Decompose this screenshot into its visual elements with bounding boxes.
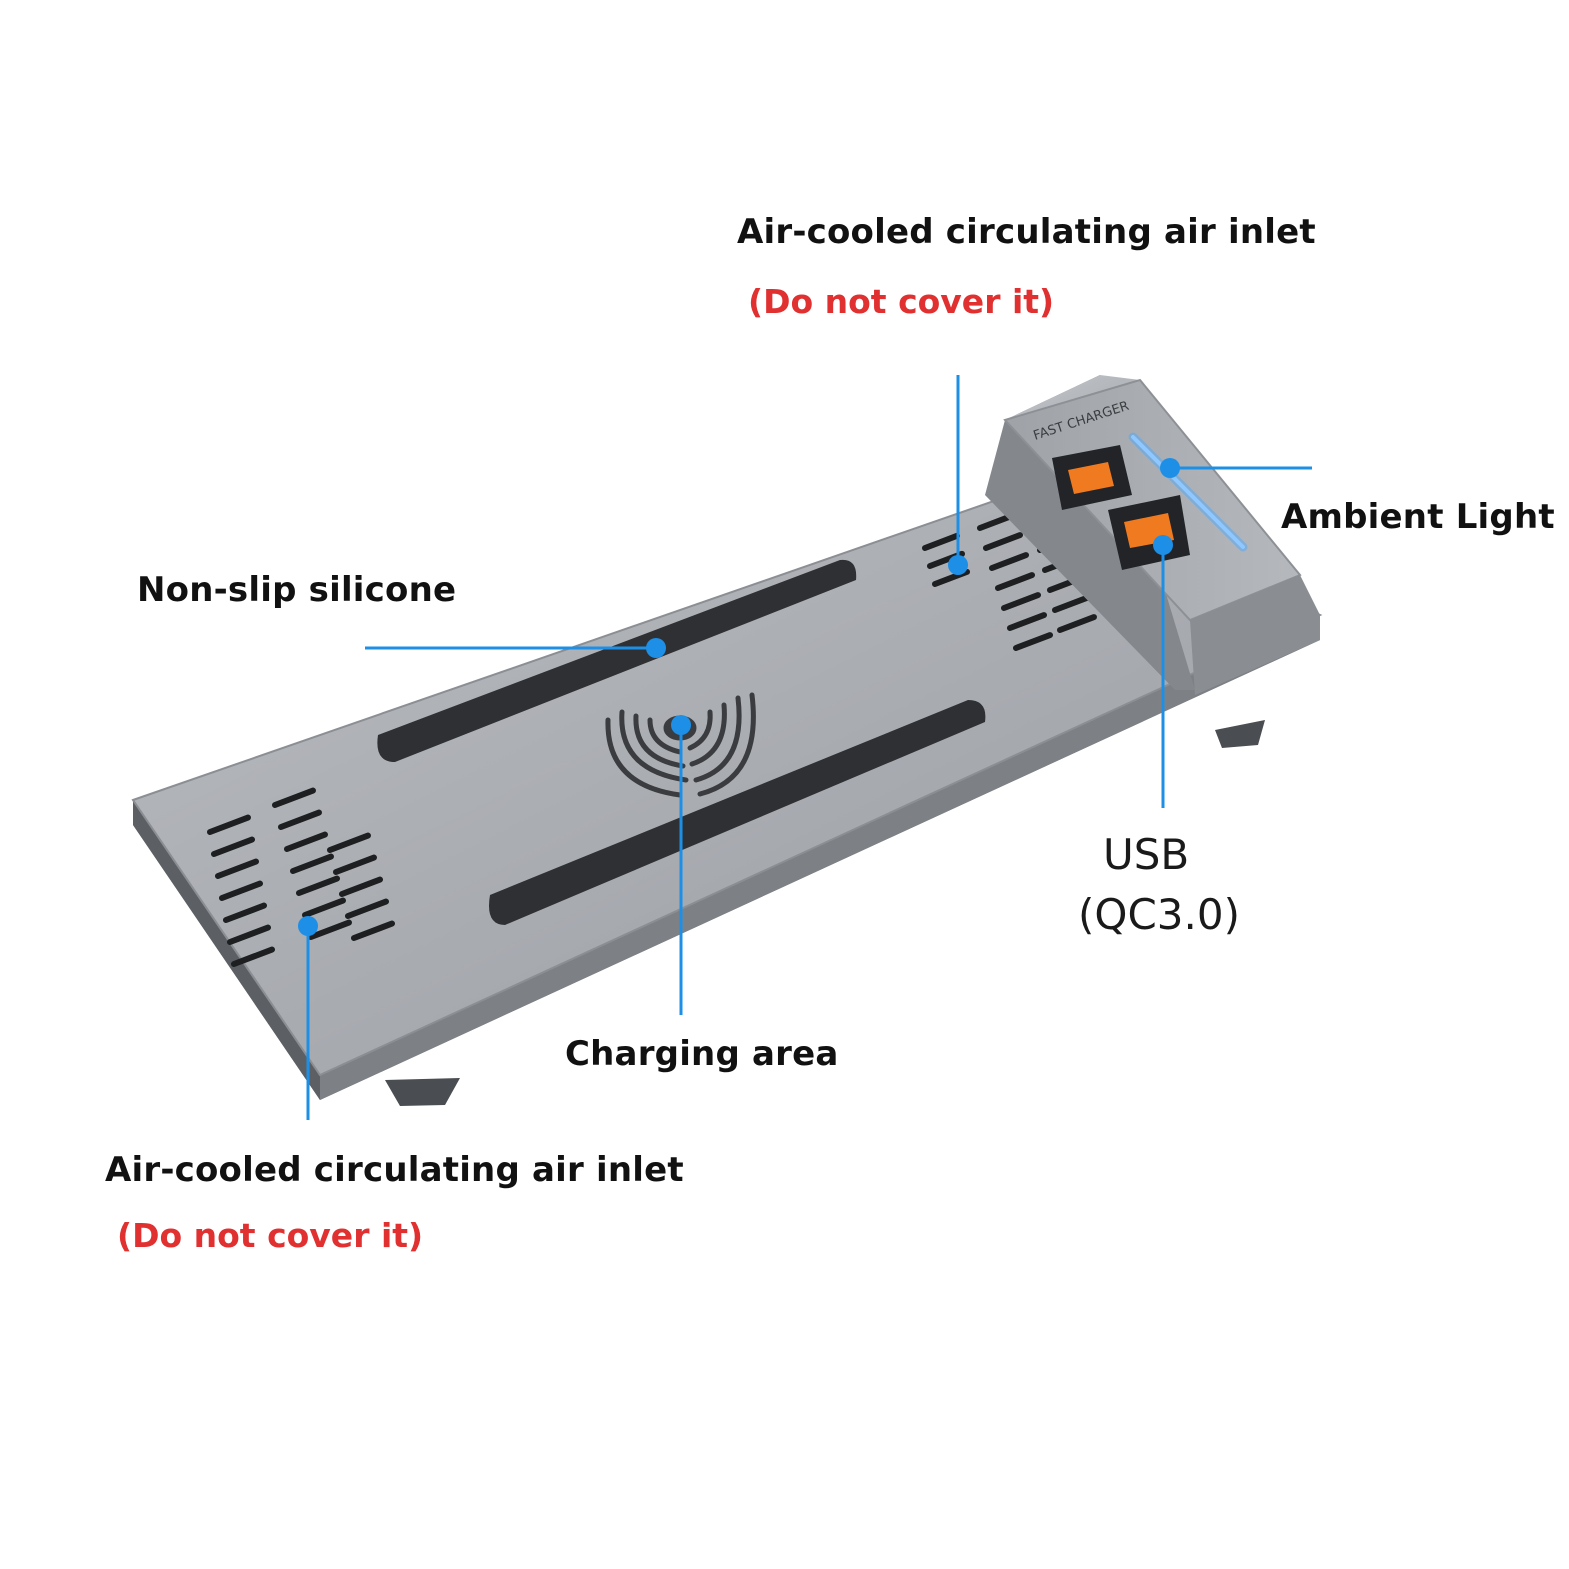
top-air-inlet-label: Air-cooled circulating air inlet: [737, 212, 1316, 252]
vent-slot: [339, 876, 383, 897]
vent-slot: [227, 924, 271, 945]
charging-area-label: Charging area: [565, 1034, 839, 1074]
vent-slot: [995, 572, 1035, 591]
bottom-air-inlet-warning: (Do not cover it): [117, 1216, 424, 1255]
ambient-light-strip: [1128, 432, 1248, 552]
vent-slot: [333, 854, 377, 875]
vent-slot: [1001, 592, 1041, 611]
vent-slot: [1013, 632, 1053, 651]
vent-slot: [1052, 594, 1092, 613]
non-slip-silicone-label: Non-slip silicone: [137, 570, 457, 610]
vent-slot: [1057, 614, 1097, 633]
non-slip-silicone-strips: [377, 559, 986, 925]
vent-slot: [211, 836, 255, 857]
vent-slot: [351, 920, 395, 941]
vent-slot: [1007, 612, 1047, 631]
vent-slot: [327, 832, 371, 853]
vent-slot: [296, 875, 340, 896]
vent-slot: [219, 880, 263, 901]
usb-module: FAST CHARGER: [985, 375, 1320, 695]
vent-slot: [215, 858, 259, 879]
vent-slot: [207, 814, 251, 835]
bottom-air-inlet-label: Air-cooled circulating air inlet: [105, 1150, 684, 1190]
ambient-light-label: Ambient Light: [1281, 497, 1555, 537]
vent-slot: [278, 809, 322, 830]
rubber-feet: [385, 720, 1265, 1106]
vent-slot: [223, 902, 267, 923]
vent-slot: [284, 831, 328, 852]
vent-slot: [231, 946, 275, 967]
vent-slot: [308, 919, 352, 940]
top-air-inlet-warning: (Do not cover it): [748, 282, 1055, 321]
usb-qc-label: (QC3.0): [1078, 890, 1240, 939]
vent-slot: [302, 897, 346, 918]
callouts: [298, 375, 1312, 1120]
vent-slot: [989, 552, 1029, 571]
air-vent-left: [207, 787, 395, 967]
vent-slot: [922, 532, 960, 551]
usb-label: USB: [1103, 830, 1190, 879]
vent-slot: [345, 898, 389, 919]
vent-slot: [272, 787, 316, 808]
vent-slot: [983, 532, 1023, 551]
vent-slot: [290, 853, 334, 874]
usb-port-1: [1052, 445, 1132, 510]
